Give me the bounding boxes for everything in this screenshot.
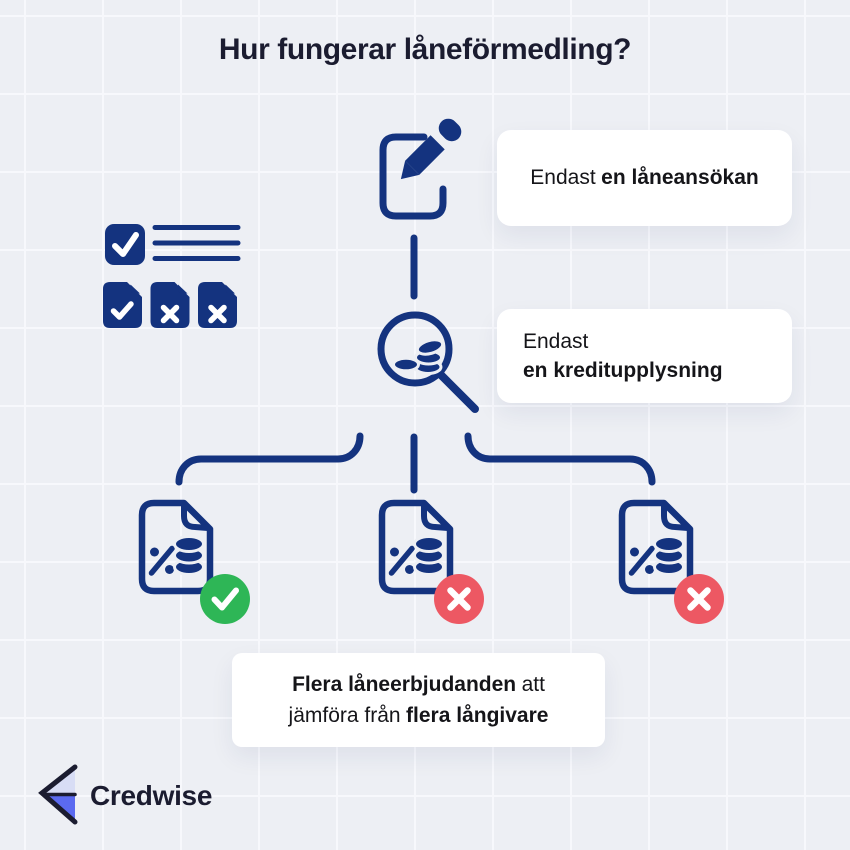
checklist-documents-icon — [103, 224, 241, 328]
document-cross-icon — [198, 282, 237, 328]
card-text-bold: en låneansökan — [601, 166, 759, 189]
credwise-logo-mark — [38, 764, 78, 825]
check-badge-icon — [200, 574, 250, 624]
card-text-regular: att — [521, 673, 545, 696]
card-text-bold: Flera låneerbjudanden — [292, 673, 517, 696]
credit-check-card: Endast en kreditupplysning — [497, 309, 792, 403]
loan-application-card: Endast en låneansökan — [497, 130, 792, 226]
card-text-regular: jämföra från — [288, 704, 401, 727]
cross-badge-icon — [674, 574, 724, 624]
magnifier-coins-icon — [377, 311, 479, 413]
loan-offer-document-icon — [138, 499, 214, 595]
document-pencil-icon — [379, 118, 462, 220]
card-text-regular: Endast — [530, 166, 596, 189]
document-cross-icon — [150, 282, 190, 328]
document-check-icon — [103, 282, 142, 328]
card-text-regular: Endast — [523, 330, 589, 353]
card-text-bold: flera långivare — [406, 704, 549, 727]
loan-offer-document-icon — [618, 499, 694, 595]
checkbox-icon — [105, 224, 145, 265]
card-text-bold: en kreditupplysning — [523, 359, 723, 382]
brand-name: Credwise — [90, 780, 213, 811]
cross-badge-icon — [434, 574, 484, 624]
page-title: Hur fungerar låneförmedling? — [218, 33, 632, 66]
